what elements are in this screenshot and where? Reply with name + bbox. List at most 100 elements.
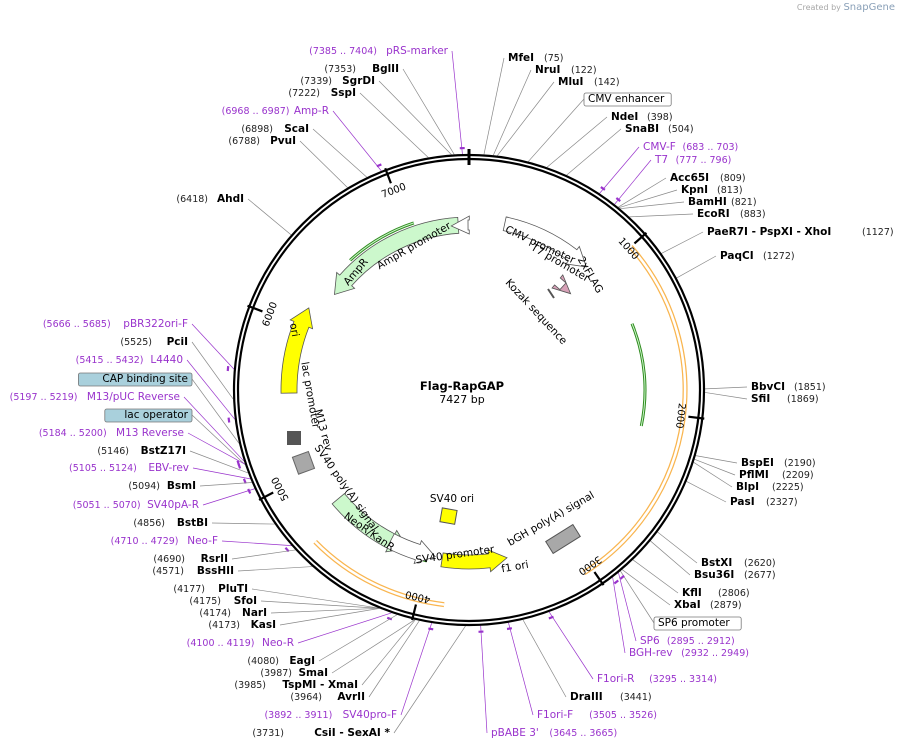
site-position: (122)	[571, 65, 597, 76]
feature-label: ori	[287, 322, 301, 338]
site-name: PluTI	[218, 583, 248, 595]
site-label-l19: BstBI(4856)	[133, 517, 208, 529]
site-name: MfeI	[508, 52, 534, 64]
site-name: T7	[654, 154, 668, 166]
orf-inner-1	[630, 323, 647, 427]
site-position: (7385 .. 7404)	[309, 46, 377, 57]
kozak-mark	[547, 288, 555, 299]
site-position: (4175)	[189, 596, 221, 607]
leader-line	[359, 92, 429, 158]
site-label-l9: PciI(5525)	[120, 336, 188, 348]
site-label-r15: SfiI(1869)	[751, 393, 819, 405]
site-position: (3441)	[620, 692, 652, 703]
site-label-r9: KpnI(813)	[681, 184, 743, 196]
leader-line	[191, 341, 234, 400]
feature-label: SV40 ori	[430, 493, 474, 505]
leader-line	[566, 128, 622, 176]
site-label-r14: BbvCI(1851)	[751, 381, 826, 393]
site-position: (1127)	[862, 227, 894, 238]
site-position: (3892 .. 3911)	[264, 710, 332, 721]
site-name: BlpI	[736, 481, 759, 493]
leader-line	[237, 566, 313, 572]
site-name: pBR322ori-F	[123, 318, 188, 330]
leader-line	[247, 198, 292, 236]
site-label-l31: AvrII(3964)	[290, 691, 365, 703]
ampr-promoter-arrow	[450, 215, 470, 235]
site-position: (6418)	[176, 194, 208, 205]
leader-line	[621, 569, 671, 606]
leader-line	[614, 159, 652, 205]
site-name: TspMI - XmaI	[282, 679, 358, 691]
site-label-l25: NarI(4174)	[199, 607, 267, 619]
site-name: F1ori-R	[597, 673, 634, 685]
leader-line	[231, 549, 296, 560]
ampr-arrow	[333, 216, 460, 296]
site-label-r7: T7(777 .. 796)	[654, 154, 731, 166]
leader-line	[260, 600, 380, 609]
primer-mark	[548, 615, 554, 620]
site-name: NdeI	[611, 111, 638, 123]
leader-line	[686, 481, 727, 503]
leader-line	[251, 588, 379, 609]
site-name: AhdI	[217, 193, 244, 205]
leader-line	[189, 450, 249, 474]
leader-line	[192, 467, 251, 480]
site-name: CsiI - SexAI *	[314, 727, 390, 739]
site-position: (4690)	[153, 554, 185, 565]
site-position: (2327)	[766, 497, 798, 508]
site-position: (3987)	[260, 668, 292, 679]
site-position: (2677)	[744, 570, 776, 581]
site-position: (4100 .. 4119)	[187, 638, 255, 649]
site-position: (683 .. 703)	[683, 142, 739, 153]
orf-rapgap-core	[583, 245, 687, 574]
site-position: (3645 .. 3665)	[549, 728, 617, 739]
lac-operator-box	[287, 431, 301, 445]
site-name: SP6 promoter	[658, 617, 730, 629]
site-position: (6898)	[241, 124, 273, 135]
site-label-l27: Neo-R (4100 .. 4119)	[187, 637, 294, 649]
site-label-r10: BamHI(821)	[688, 196, 757, 208]
site-label-l12: M13/pUC Reverse(5197 .. 5219)	[10, 391, 180, 403]
primer-mark	[376, 163, 382, 168]
orf-inner-1-core	[631, 323, 646, 427]
site-name: BstZ17I	[141, 445, 186, 457]
site-name: PasI	[730, 496, 755, 508]
tick-label: 6000	[261, 301, 280, 329]
site-position: (7353)	[324, 64, 356, 75]
site-position: (883)	[740, 209, 766, 220]
leader-line	[402, 68, 455, 155]
site-position: (4080)	[247, 656, 279, 667]
site-position: (2932 .. 2949)	[681, 648, 749, 659]
site-position: (3505 .. 3526)	[589, 710, 657, 721]
site-label-l11: CAP binding site	[78, 372, 193, 387]
site-position: (2879)	[710, 600, 742, 611]
site-position: (813)	[717, 185, 743, 196]
site-name: EcoRI	[697, 208, 730, 220]
site-position: (2190)	[784, 458, 816, 469]
tick-mark	[688, 415, 705, 420]
site-name: PciI	[167, 336, 188, 348]
leader-line	[221, 540, 292, 546]
site-label-l15: BstZ17I(5146)	[97, 445, 186, 457]
site-label-r3: CMV enhancer	[583, 92, 672, 107]
site-name: SfiI	[751, 393, 770, 405]
site-name: MluI	[558, 76, 583, 88]
site-name: Bsu36I	[694, 569, 734, 581]
leader-line	[657, 531, 698, 564]
site-name: Neo-R	[262, 637, 294, 649]
plasmid-center-label: Flag-RapGAP 7427 bp	[420, 379, 504, 406]
site-name: CMV enhancer	[588, 93, 665, 105]
tick-mark	[258, 491, 274, 501]
leader-line	[191, 414, 246, 465]
leader-line	[270, 607, 380, 614]
orf-rapgap	[582, 245, 688, 576]
f1-ori-arrow	[440, 549, 508, 573]
site-position: (398)	[647, 112, 673, 123]
site-position: (75)	[544, 53, 564, 64]
primer-mark	[247, 488, 252, 494]
tick-mark	[247, 304, 263, 313]
site-label-r24: SP6 promoter	[653, 616, 742, 631]
leader-line	[187, 432, 246, 465]
leader-line	[527, 98, 585, 162]
site-label-r13: PaqCI(1272)	[720, 250, 795, 262]
